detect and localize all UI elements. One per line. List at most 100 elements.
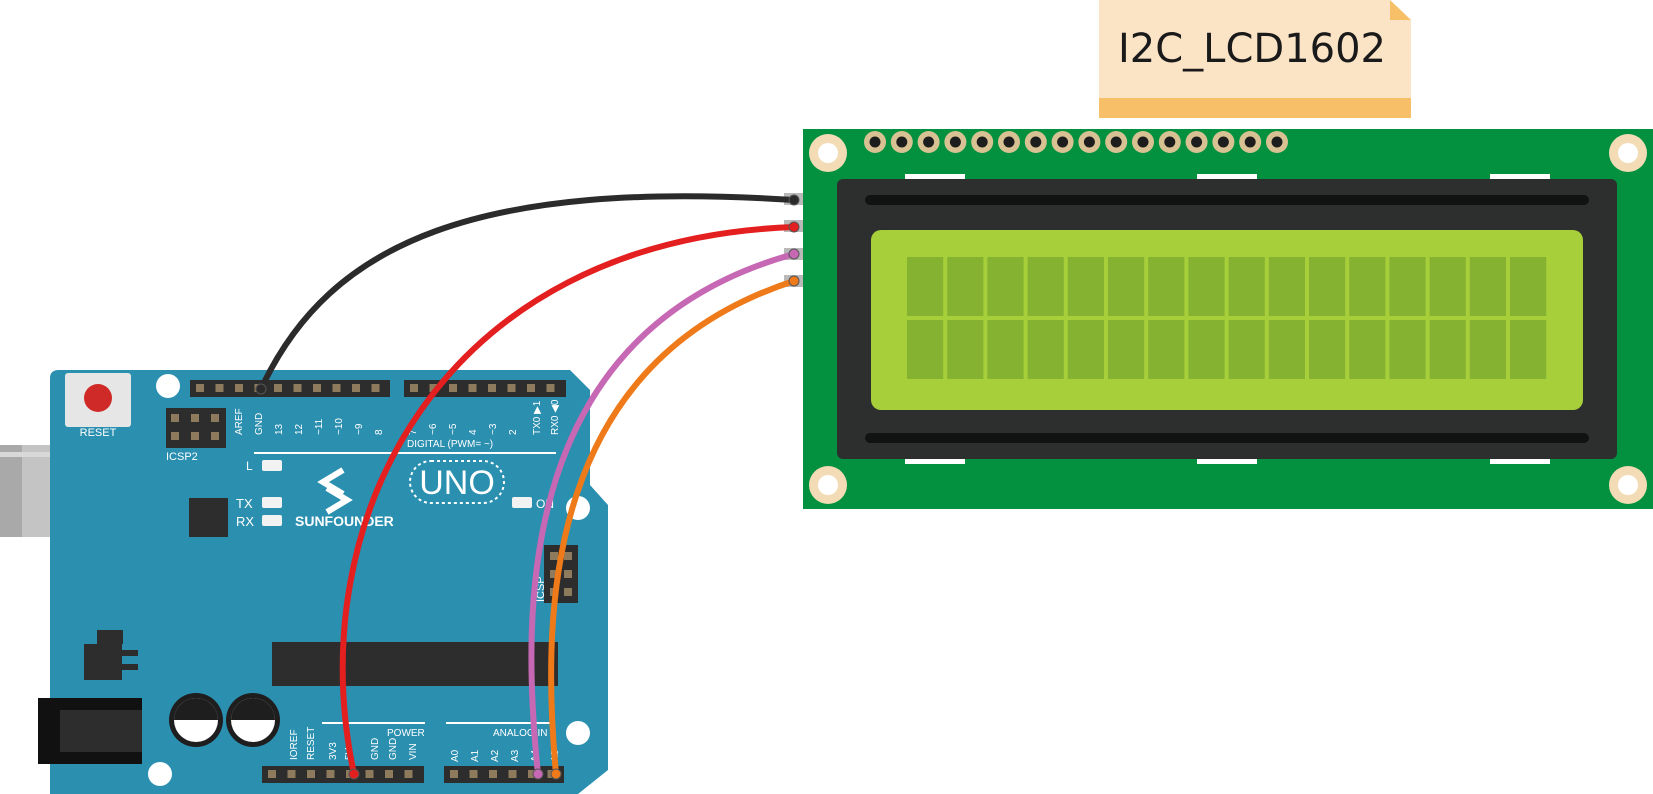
led-on bbox=[512, 497, 532, 508]
brand-label: SUNFOUNDER bbox=[295, 513, 394, 529]
header-hole bbox=[274, 384, 282, 392]
lcd-header-pin-hole bbox=[896, 136, 908, 148]
lcd-header-pin-hole bbox=[1083, 136, 1095, 148]
digital-pin-label: GND bbox=[254, 413, 265, 435]
header-hole bbox=[313, 384, 321, 392]
note-title: I2C_LCD1602 bbox=[1118, 26, 1386, 72]
icsp2-header bbox=[166, 408, 226, 448]
wire-vcc bbox=[339, 224, 797, 777]
digital-pin-label: ~9 bbox=[354, 423, 365, 435]
wire-sda bbox=[528, 251, 797, 777]
header-hole bbox=[215, 384, 224, 392]
header-hole bbox=[404, 770, 413, 778]
lcd-cell bbox=[1067, 320, 1104, 379]
wire-scl bbox=[548, 278, 797, 777]
header-hole bbox=[371, 384, 380, 392]
reset-label: RESET bbox=[80, 427, 117, 439]
digital-pin-label: ~3 bbox=[488, 423, 499, 435]
lcd-cell bbox=[1027, 257, 1064, 316]
lcd-cell bbox=[1309, 257, 1346, 316]
power-pin-label: RESET bbox=[306, 727, 317, 760]
lcd-header-pin-hole bbox=[923, 136, 935, 148]
digital-header-right bbox=[404, 380, 566, 397]
header-hole bbox=[293, 384, 302, 392]
lcd-cell bbox=[1469, 257, 1506, 316]
lcd-cell bbox=[1108, 320, 1145, 379]
wire-end-sda bbox=[532, 768, 544, 780]
usb-chip bbox=[189, 498, 228, 537]
power-divider bbox=[322, 722, 425, 724]
board-hole bbox=[156, 374, 180, 398]
lcd-cell bbox=[1268, 320, 1305, 379]
lcd-cell bbox=[1188, 257, 1225, 316]
power-jack bbox=[38, 698, 142, 764]
header-hole bbox=[527, 384, 535, 392]
header-hole bbox=[488, 384, 496, 392]
lcd-header-pin-hole bbox=[1164, 136, 1176, 148]
header-hole bbox=[450, 770, 458, 778]
header-hole bbox=[528, 770, 536, 778]
lcd-cell bbox=[1188, 320, 1225, 379]
icsp2-label: ICSP2 bbox=[166, 451, 198, 463]
note-body bbox=[1099, 0, 1411, 118]
atmega-chip bbox=[272, 642, 558, 686]
digital-divider bbox=[254, 452, 556, 454]
power-header bbox=[262, 766, 424, 783]
wire-end-sda-lcd bbox=[788, 248, 800, 260]
header-hole bbox=[546, 384, 555, 392]
header-hole bbox=[468, 384, 477, 392]
lcd-header-pin-hole bbox=[1244, 136, 1256, 148]
header-hole bbox=[235, 384, 243, 392]
analog-header bbox=[444, 766, 564, 783]
arduino-pcb bbox=[50, 370, 608, 794]
header-hole bbox=[449, 384, 457, 392]
reset-button[interactable] bbox=[84, 384, 112, 412]
lcd-header-pin-hole bbox=[1217, 136, 1229, 148]
lcd-header-pins bbox=[864, 131, 1288, 153]
lcd-header-pin-hole bbox=[1137, 136, 1149, 148]
led-tx bbox=[262, 497, 282, 508]
lcd-header-pin-hole bbox=[869, 136, 881, 148]
lcd-cell bbox=[1469, 320, 1506, 379]
component-note: I2C_LCD1602 bbox=[1099, 0, 1411, 118]
lcd-cell bbox=[1429, 257, 1466, 316]
lcd-cell bbox=[907, 257, 944, 316]
analog-pin-label: A2 bbox=[490, 749, 501, 762]
lcd-header-pin-hole bbox=[1110, 136, 1122, 148]
model-label: UNO bbox=[419, 464, 495, 502]
header-hole bbox=[507, 384, 516, 392]
power-pin-label: IOREF bbox=[289, 729, 300, 760]
digital-pin-label: ~6 bbox=[428, 423, 439, 435]
header-hole bbox=[332, 384, 341, 392]
lcd-cell bbox=[1389, 320, 1426, 379]
note-footer bbox=[1099, 98, 1411, 118]
lcd-cell bbox=[1349, 320, 1386, 379]
header-hole bbox=[326, 770, 335, 778]
lcd-header-pin-hole bbox=[1057, 136, 1069, 148]
led-rx bbox=[262, 515, 282, 526]
lcd-header-pin-hole bbox=[1003, 136, 1015, 148]
digital-pin-label: AREF bbox=[234, 408, 245, 435]
lcd-header-pin-hole bbox=[1271, 136, 1283, 148]
lcd-cell bbox=[1389, 257, 1426, 316]
lcd-header-pin-hole bbox=[1030, 136, 1042, 148]
analog-pin-label: A3 bbox=[510, 749, 521, 762]
power-pin-label: GND bbox=[388, 738, 399, 760]
board-hole bbox=[148, 762, 172, 786]
wire-end-scl bbox=[550, 768, 562, 780]
lcd-cell bbox=[1429, 320, 1466, 379]
lcd-cell bbox=[1309, 320, 1346, 379]
analog-pin-label: A1 bbox=[470, 749, 481, 762]
header-hole bbox=[469, 770, 478, 778]
lcd-cell bbox=[1228, 320, 1265, 379]
digital-pin-label: 12 bbox=[294, 423, 305, 435]
wire-gnd bbox=[258, 193, 797, 392]
board-hole bbox=[566, 721, 590, 745]
wire-end-gnd bbox=[255, 383, 267, 395]
digital-pin-label: 2 bbox=[508, 429, 519, 435]
capacitor-left bbox=[169, 693, 223, 747]
digital-pin-label: 7 bbox=[408, 429, 419, 435]
header-hole bbox=[429, 384, 438, 392]
